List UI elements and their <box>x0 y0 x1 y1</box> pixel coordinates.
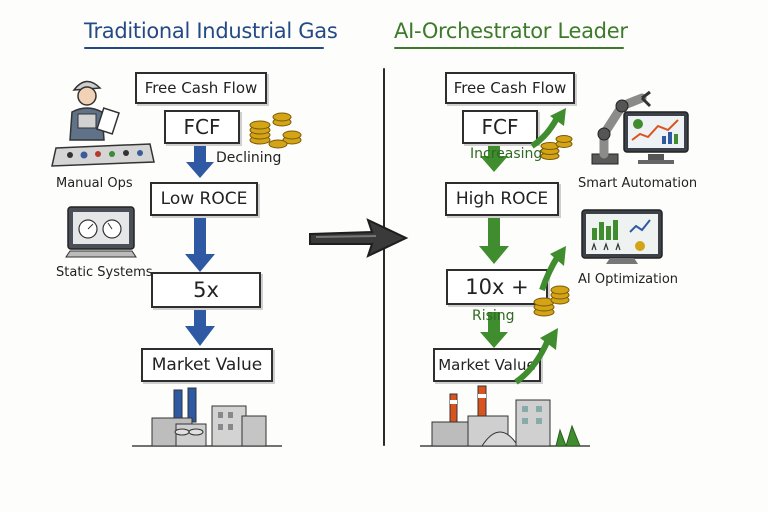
static-systems-label: Static Systems <box>56 265 153 280</box>
right-increasing-label: Increasing <box>470 146 543 162</box>
ai-optimization-label: AI Optimization <box>578 272 679 287</box>
robot-arm-icon <box>591 90 652 165</box>
transition-arrow-icon <box>309 218 409 258</box>
left-roce-box: Low ROCE <box>150 182 258 216</box>
right-title: AI-Orchestrator Leader <box>394 19 628 43</box>
right-fcf-box: FCF <box>462 110 538 144</box>
right-market-value-box: Market Value <box>433 348 541 382</box>
left-flow-arrow <box>185 136 215 346</box>
right-roce-box: High ROCE <box>445 182 559 216</box>
analytics-monitor-icon <box>623 111 689 164</box>
center-divider <box>383 68 385 446</box>
left-market-value-box: Market Value <box>141 348 273 382</box>
ai-dashboard-icon <box>581 209 663 264</box>
rising-arrow-icon <box>514 328 558 385</box>
left-fcf-box: FCF <box>164 110 240 144</box>
coin-stack-icon <box>540 135 573 160</box>
left-title: Traditional Industrial Gas <box>84 19 338 43</box>
left-fcf-header-box: Free Cash Flow <box>135 72 267 104</box>
rising-arrow-icon <box>530 108 566 149</box>
traditional-factory-icon <box>132 387 282 447</box>
coin-stack-icon <box>249 112 302 149</box>
right-flow-arrow <box>479 136 509 348</box>
static-systems-monitor-icon <box>65 206 137 258</box>
coin-stack-icon <box>533 285 570 317</box>
smart-automation-label: Smart Automation <box>578 176 698 191</box>
left-multiple-box: 5x <box>151 272 261 308</box>
right-title-underline <box>394 47 624 49</box>
rising-arrow-icon <box>539 246 566 291</box>
left-declining-label: Declining <box>216 150 282 166</box>
control-panel-icon <box>51 143 155 167</box>
left-title-underline <box>84 47 324 49</box>
manual-ops-label: Manual Ops <box>56 176 133 191</box>
right-multiple-box: 10x + <box>446 269 548 305</box>
worker-icon <box>69 80 120 141</box>
right-fcf-header-box: Free Cash Flow <box>445 72 575 104</box>
modern-factory-icon <box>420 385 590 447</box>
right-rising-label: Rising <box>472 308 515 324</box>
